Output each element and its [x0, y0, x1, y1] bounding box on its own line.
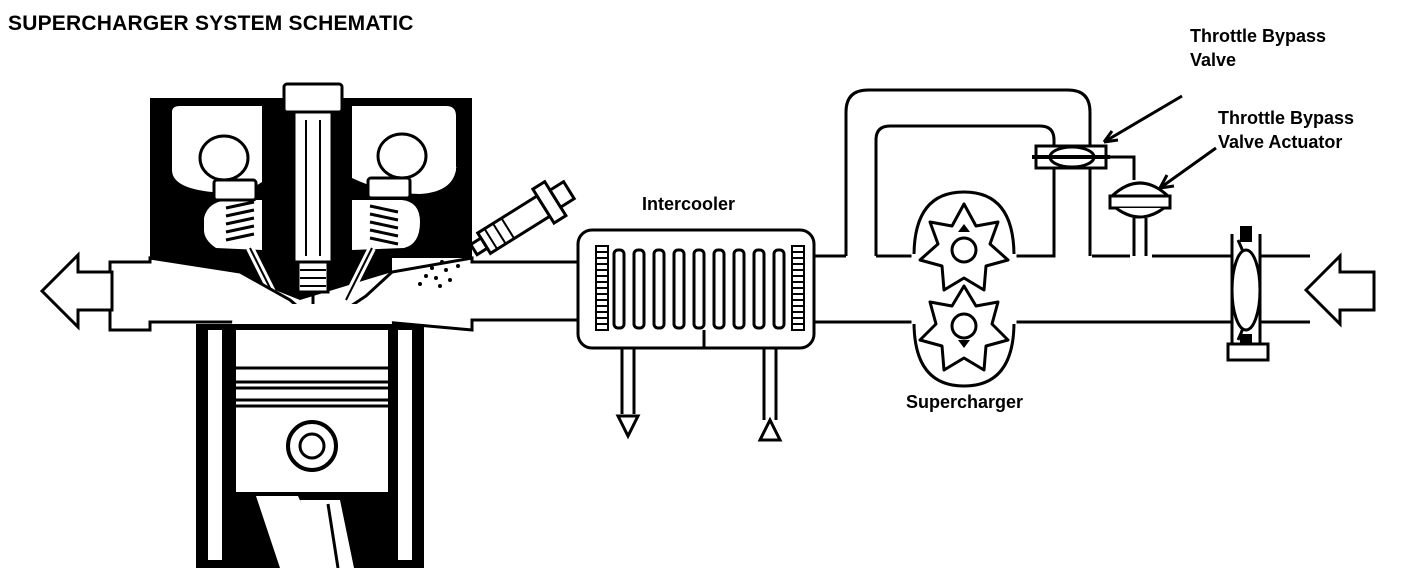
intercooler	[576, 228, 816, 420]
intake-duct	[814, 88, 1310, 324]
throttle-bypass-valve	[1032, 144, 1136, 180]
intake-arrow-icon	[1303, 252, 1376, 328]
coolant-out-arrow-icon	[615, 414, 641, 440]
supercharger	[911, 190, 1017, 388]
coolant-in-arrow-icon	[757, 416, 783, 442]
fuel-injector	[418, 179, 577, 288]
throttle-bypass-valve-actuator	[1108, 181, 1172, 256]
exhaust-arrow-icon	[39, 251, 114, 331]
diagram-title: SUPERCHARGER SYSTEM SCHEMATIC	[8, 12, 414, 35]
callout-leaders	[1102, 94, 1217, 190]
throttle-bypass-valve-label-line2: Valve	[1190, 50, 1237, 70]
intercooler-label: Intercooler	[642, 194, 736, 214]
throttle-bypass-valve-actuator-label: Throttle Bypass Valve Actuator	[1218, 106, 1354, 154]
throttle-body	[1226, 226, 1270, 362]
throttle-bypass-valve-actuator-label-line2: Valve Actuator	[1218, 132, 1343, 152]
throttle-bypass-valve-label: Throttle Bypass Valve	[1190, 24, 1326, 72]
engine-cylinder-head	[150, 82, 472, 312]
engine-cylinder	[196, 304, 424, 569]
throttle-bypass-valve-label-line1: Throttle Bypass	[1190, 26, 1327, 46]
supercharger-label: Supercharger	[906, 392, 1024, 412]
throttle-bypass-valve-actuator-label-line1: Throttle Bypass	[1218, 108, 1355, 128]
